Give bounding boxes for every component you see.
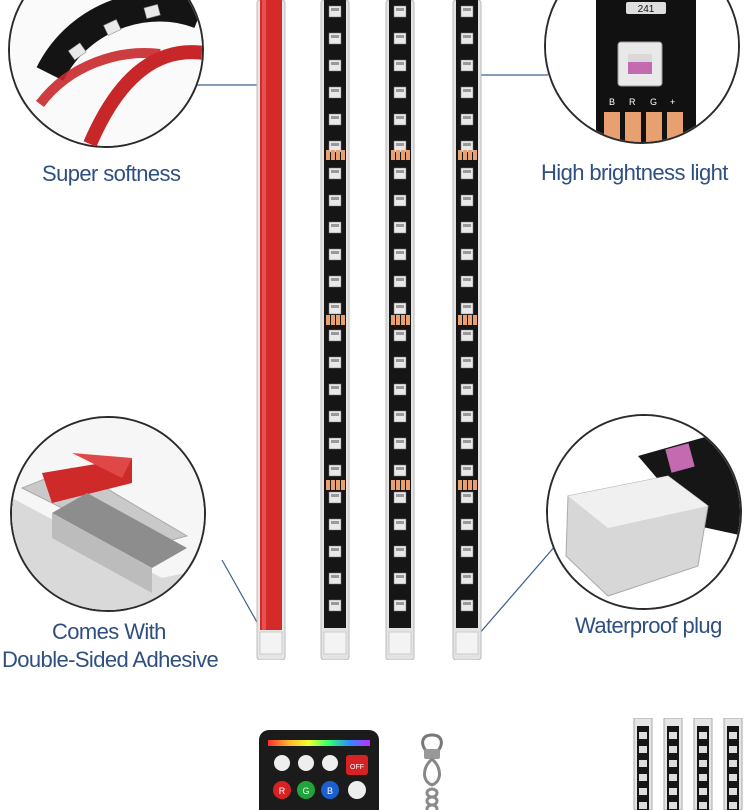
- led-chip: [328, 464, 342, 477]
- led-chip: [393, 356, 407, 369]
- led-chip: [393, 59, 407, 72]
- led-chip: [393, 167, 407, 180]
- led-chip: [328, 113, 342, 126]
- led-chip: [328, 275, 342, 288]
- led-chip: [460, 32, 474, 45]
- led-chip: [393, 437, 407, 450]
- led-chip: [393, 464, 407, 477]
- brightness-zoom: 241 B R G +: [544, 0, 740, 144]
- led-chip: [460, 5, 474, 18]
- led-chip: [460, 572, 474, 585]
- chip-code-label: 241: [638, 4, 655, 15]
- led-chip: [393, 545, 407, 558]
- pin-label-b: B: [609, 97, 615, 107]
- led-chip: [328, 329, 342, 342]
- plug-caption: Waterproof plug: [575, 613, 722, 638]
- led-chip: [328, 599, 342, 612]
- remote-r-label: R: [279, 786, 286, 796]
- led-chip: [460, 167, 474, 180]
- led-chip: [460, 275, 474, 288]
- led-chip: [393, 410, 407, 423]
- led-chip: [328, 572, 342, 585]
- led-chip: [460, 113, 474, 126]
- led-chip: [460, 410, 474, 423]
- led-chip: [393, 221, 407, 234]
- led-chip: [328, 86, 342, 99]
- remote-icon: OFF R G B: [258, 730, 380, 810]
- led-chip: [460, 194, 474, 207]
- led-strip-1: [320, 0, 350, 660]
- led-chip: [328, 491, 342, 504]
- led-chip: [393, 5, 407, 18]
- led-chip: [460, 437, 474, 450]
- led-chip: [328, 5, 342, 18]
- brightness-caption: High brightness light: [541, 160, 728, 185]
- led-chip: [460, 221, 474, 234]
- led-chip: [328, 59, 342, 72]
- remote-off-label: OFF: [350, 764, 364, 771]
- led-chip: [393, 383, 407, 396]
- led-chip: [328, 32, 342, 45]
- softness-zoom: [8, 0, 204, 148]
- led-chip: [460, 518, 474, 531]
- led-chip: [393, 491, 407, 504]
- led-chip: [393, 113, 407, 126]
- led-chip: [328, 167, 342, 180]
- led-chip: [328, 410, 342, 423]
- led-chip: [328, 518, 342, 531]
- led-chip: [460, 599, 474, 612]
- led-strip-3: [452, 0, 482, 660]
- led-chip: [393, 302, 407, 315]
- led-chip: [460, 383, 474, 396]
- adhesive-zoom: [10, 416, 206, 612]
- led-chip: [460, 329, 474, 342]
- led-chip: [460, 545, 474, 558]
- mini-strips-icon: [628, 718, 750, 810]
- led-chip: [460, 491, 474, 504]
- led-chip: [393, 194, 407, 207]
- led-chip: [393, 572, 407, 585]
- led-chip: [328, 383, 342, 396]
- led-chip: [460, 248, 474, 261]
- led-chip: [460, 302, 474, 315]
- remote-g-label: G: [302, 786, 309, 796]
- led-chip: [328, 545, 342, 558]
- led-chip: [328, 437, 342, 450]
- led-chip: [460, 86, 474, 99]
- pin-label-plus: +: [670, 97, 675, 107]
- adhesive-strip: [256, 0, 286, 660]
- led-chip: [393, 518, 407, 531]
- led-chip: [328, 302, 342, 315]
- plug-zoom: [546, 414, 742, 610]
- led-chip: [328, 221, 342, 234]
- remote-b-label: B: [327, 786, 333, 796]
- led-chip: [393, 86, 407, 99]
- led-chip: [460, 464, 474, 477]
- led-chip: [460, 59, 474, 72]
- led-chip: [328, 194, 342, 207]
- pin-label-r: R: [629, 97, 636, 107]
- led-chip: [393, 248, 407, 261]
- adhesive-caption-line2: Double-Sided Adhesive: [2, 647, 219, 672]
- softness-caption: Super softness: [42, 161, 181, 186]
- led-chip: [393, 32, 407, 45]
- led-strip-2: [385, 0, 415, 660]
- led-chip: [460, 356, 474, 369]
- led-chip: [393, 599, 407, 612]
- led-chip: [328, 356, 342, 369]
- pin-label-g: G: [650, 97, 657, 107]
- keyring-icon: [414, 733, 450, 810]
- adhesive-caption-line1: Comes With: [52, 619, 166, 644]
- led-chip: [393, 329, 407, 342]
- led-chip: [328, 248, 342, 261]
- led-chip: [393, 275, 407, 288]
